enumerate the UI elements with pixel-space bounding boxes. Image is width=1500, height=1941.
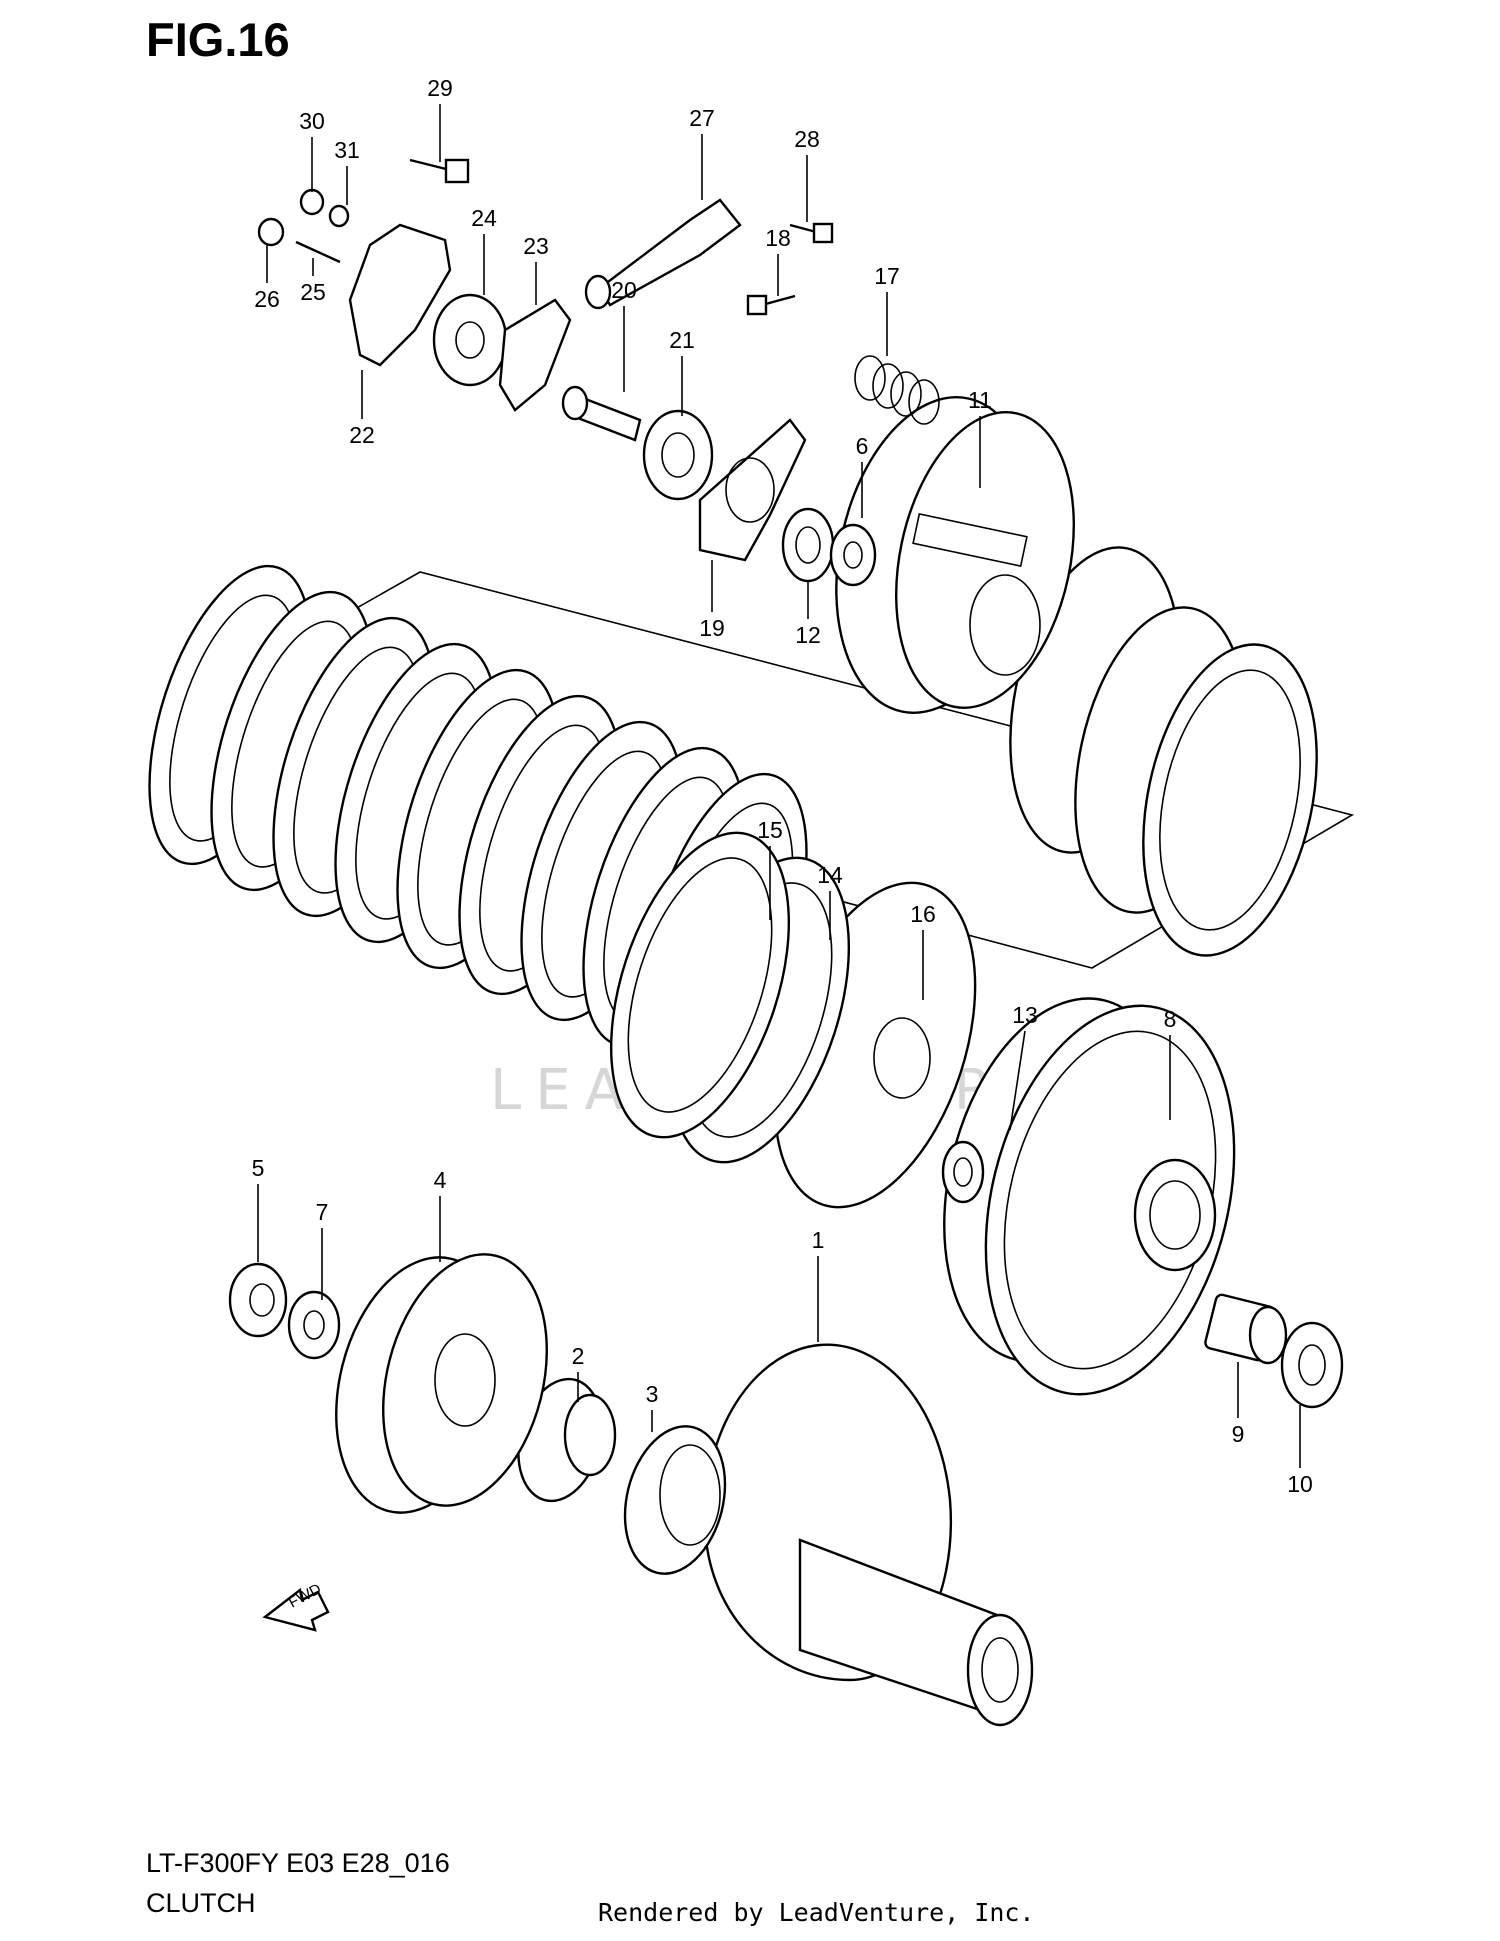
part-5-nut — [228, 1262, 288, 1338]
callout-label-21: 21 — [669, 327, 695, 353]
callout-label-22: 22 — [349, 422, 375, 448]
part-6-washer — [829, 523, 877, 587]
callout-label-11: 11 — [968, 387, 992, 413]
part-31-washer — [328, 204, 350, 228]
part-7-washer — [287, 1290, 341, 1360]
part-28-bolt — [789, 222, 834, 244]
part-27-release-arm — [584, 198, 742, 310]
part-30-nut — [299, 188, 325, 216]
part-12-bearing — [781, 507, 835, 583]
callout-label-31: 31 — [334, 137, 360, 163]
callout-label-7: 7 — [316, 1199, 329, 1225]
callout-label-8: 8 — [1164, 1006, 1177, 1032]
callout-label-19: 19 — [699, 615, 725, 641]
figure-title: FIG.16 — [146, 13, 290, 66]
part-26-nut — [257, 217, 285, 247]
callout-label-20: 20 — [611, 277, 637, 303]
part-29-bolt — [409, 158, 470, 184]
callout-label-1: 1 — [812, 1227, 825, 1253]
part-13-washer — [941, 1140, 985, 1204]
callout-label-14: 14 — [817, 862, 843, 888]
part-1-clutch-drum — [703, 1343, 1034, 1727]
callout-label-9: 9 — [1232, 1421, 1245, 1447]
callout-label-13: 13 — [1012, 1002, 1038, 1028]
callout-label-25: 25 — [300, 279, 326, 305]
callout-label-6: 6 — [856, 433, 869, 459]
callout-label-16: 16 — [910, 901, 936, 927]
callout-label-4: 4 — [434, 1167, 447, 1193]
callout-label-18: 18 — [765, 225, 791, 251]
callout-label-12: 12 — [795, 622, 821, 648]
callout-label-27: 27 — [689, 105, 715, 131]
part-25-stud — [295, 240, 341, 264]
part-4-clutch-shoe-assembly — [335, 1253, 548, 1514]
part-14-15-plates — [609, 831, 851, 1164]
callout-label-5: 5 — [252, 1155, 265, 1181]
callout-label-24: 24 — [471, 205, 497, 231]
section-name: CLUTCH — [146, 1888, 256, 1918]
callout-label-30: 30 — [299, 108, 325, 134]
part-23-release-cam — [498, 298, 572, 412]
part-21-bearing — [642, 409, 714, 501]
part-22-cover-plate — [348, 223, 452, 367]
part-8-clutch-housing — [943, 997, 1236, 1396]
model-code: LT-F300FY E03 E28_016 — [146, 1848, 450, 1878]
callout-leader-13 — [1009, 1030, 1026, 1131]
part-19-release-plate — [698, 418, 807, 562]
callout-label-3: 3 — [646, 1381, 659, 1407]
callout-label-2: 2 — [572, 1343, 585, 1369]
part-11-sleeve-hub — [835, 396, 1075, 714]
callout-label-17: 17 — [874, 263, 900, 289]
callout-label-10: 10 — [1287, 1471, 1313, 1497]
callout-label-28: 28 — [794, 126, 820, 152]
part-3-one-way-clutch — [623, 1425, 727, 1575]
callout-label-15: 15 — [757, 817, 783, 843]
part-2-bearing — [517, 1377, 617, 1503]
credit-line: Rendered by LeadVenture, Inc. — [598, 1898, 1035, 1927]
fwd-arrow-icon: FWD — [262, 1580, 330, 1632]
callout-label-29: 29 — [427, 75, 453, 101]
callout-label-23: 23 — [523, 233, 549, 259]
callout-layer: 1234567891011121314151617181920212223242… — [252, 75, 1313, 1497]
part-20-release-rod — [561, 385, 642, 442]
callout-label-26: 26 — [254, 286, 280, 312]
part-9-bushing — [1204, 1293, 1288, 1365]
part-17-spring — [854, 355, 940, 425]
part-18-bolt — [746, 294, 796, 316]
part-24-gasket — [432, 293, 508, 387]
part-10-washer — [1280, 1321, 1344, 1409]
